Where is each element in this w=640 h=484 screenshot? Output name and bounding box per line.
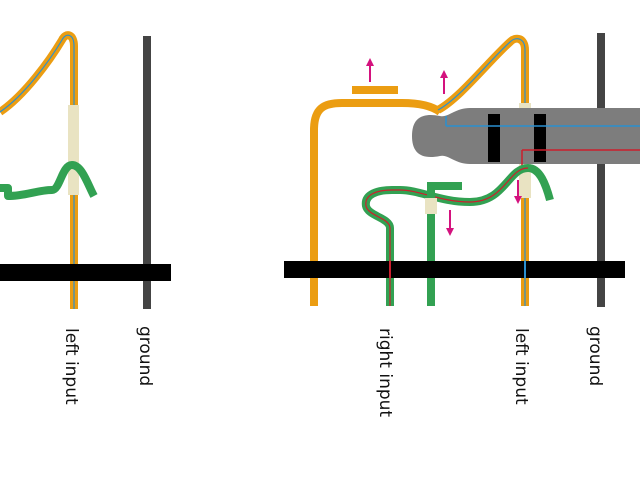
left-panel: left input ground — [0, 31, 171, 405]
ground-post — [597, 33, 605, 307]
plug-tip — [412, 108, 470, 164]
left-input-label: left input — [61, 328, 81, 405]
ground-label: ground — [585, 326, 605, 386]
right-outer-spring-contact — [310, 99, 443, 306]
audio-plug — [412, 108, 640, 170]
pcb-bar — [0, 264, 171, 281]
left-input-label: left input — [511, 328, 531, 405]
left-input-signal-trace — [437, 38, 526, 306]
plug-insulator-ring — [488, 114, 500, 162]
pcb-bar — [284, 261, 625, 278]
right-input-signal-trace — [365, 167, 529, 306]
insulator-gap — [68, 105, 79, 195]
right-panel: right input left input ground — [284, 33, 640, 417]
left-input-signal-trace — [0, 34, 75, 309]
left-input-via — [524, 261, 526, 278]
ground-label: ground — [135, 326, 155, 386]
right-input-via — [389, 261, 391, 278]
insulator-gap — [425, 198, 437, 214]
switch-contact — [0, 161, 98, 200]
outer-contact-tab — [352, 86, 398, 94]
ground-post — [143, 36, 151, 309]
plug-insulator-ring — [534, 114, 546, 162]
right-input-label: right input — [375, 328, 395, 417]
